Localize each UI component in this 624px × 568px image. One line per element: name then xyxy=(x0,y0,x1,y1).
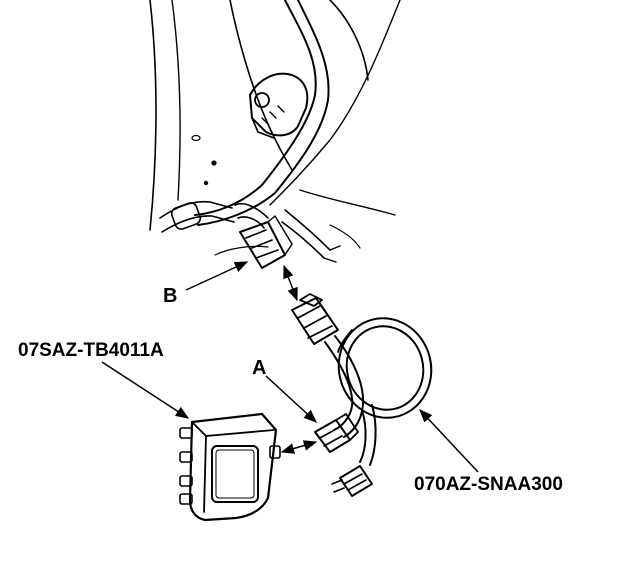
harness-plug xyxy=(331,465,373,497)
connector-a xyxy=(314,413,359,453)
test-harness-cable xyxy=(324,317,433,466)
callout-arrow-a xyxy=(265,375,317,423)
label-harness-part: 070AZ-SNAA300 xyxy=(414,474,563,495)
adapter-connector xyxy=(291,293,339,345)
tester-box xyxy=(179,412,281,522)
callout-arrow-b xyxy=(185,261,249,291)
arrows xyxy=(101,261,479,473)
mating-arrow-b xyxy=(283,264,298,302)
callout-arrow-harness xyxy=(419,409,479,473)
label-connector-a: A xyxy=(252,357,266,379)
label-connector-b: B xyxy=(163,285,177,307)
mating-arrow-a xyxy=(280,440,318,454)
vehicle-body-panel xyxy=(149,0,401,256)
label-tester-part: 07SAZ-TB4011A xyxy=(18,340,164,361)
callout-arrow-tester xyxy=(101,361,190,419)
connector-b xyxy=(239,215,293,269)
sensor-connector xyxy=(249,72,309,139)
vehicle-harness xyxy=(159,0,341,263)
